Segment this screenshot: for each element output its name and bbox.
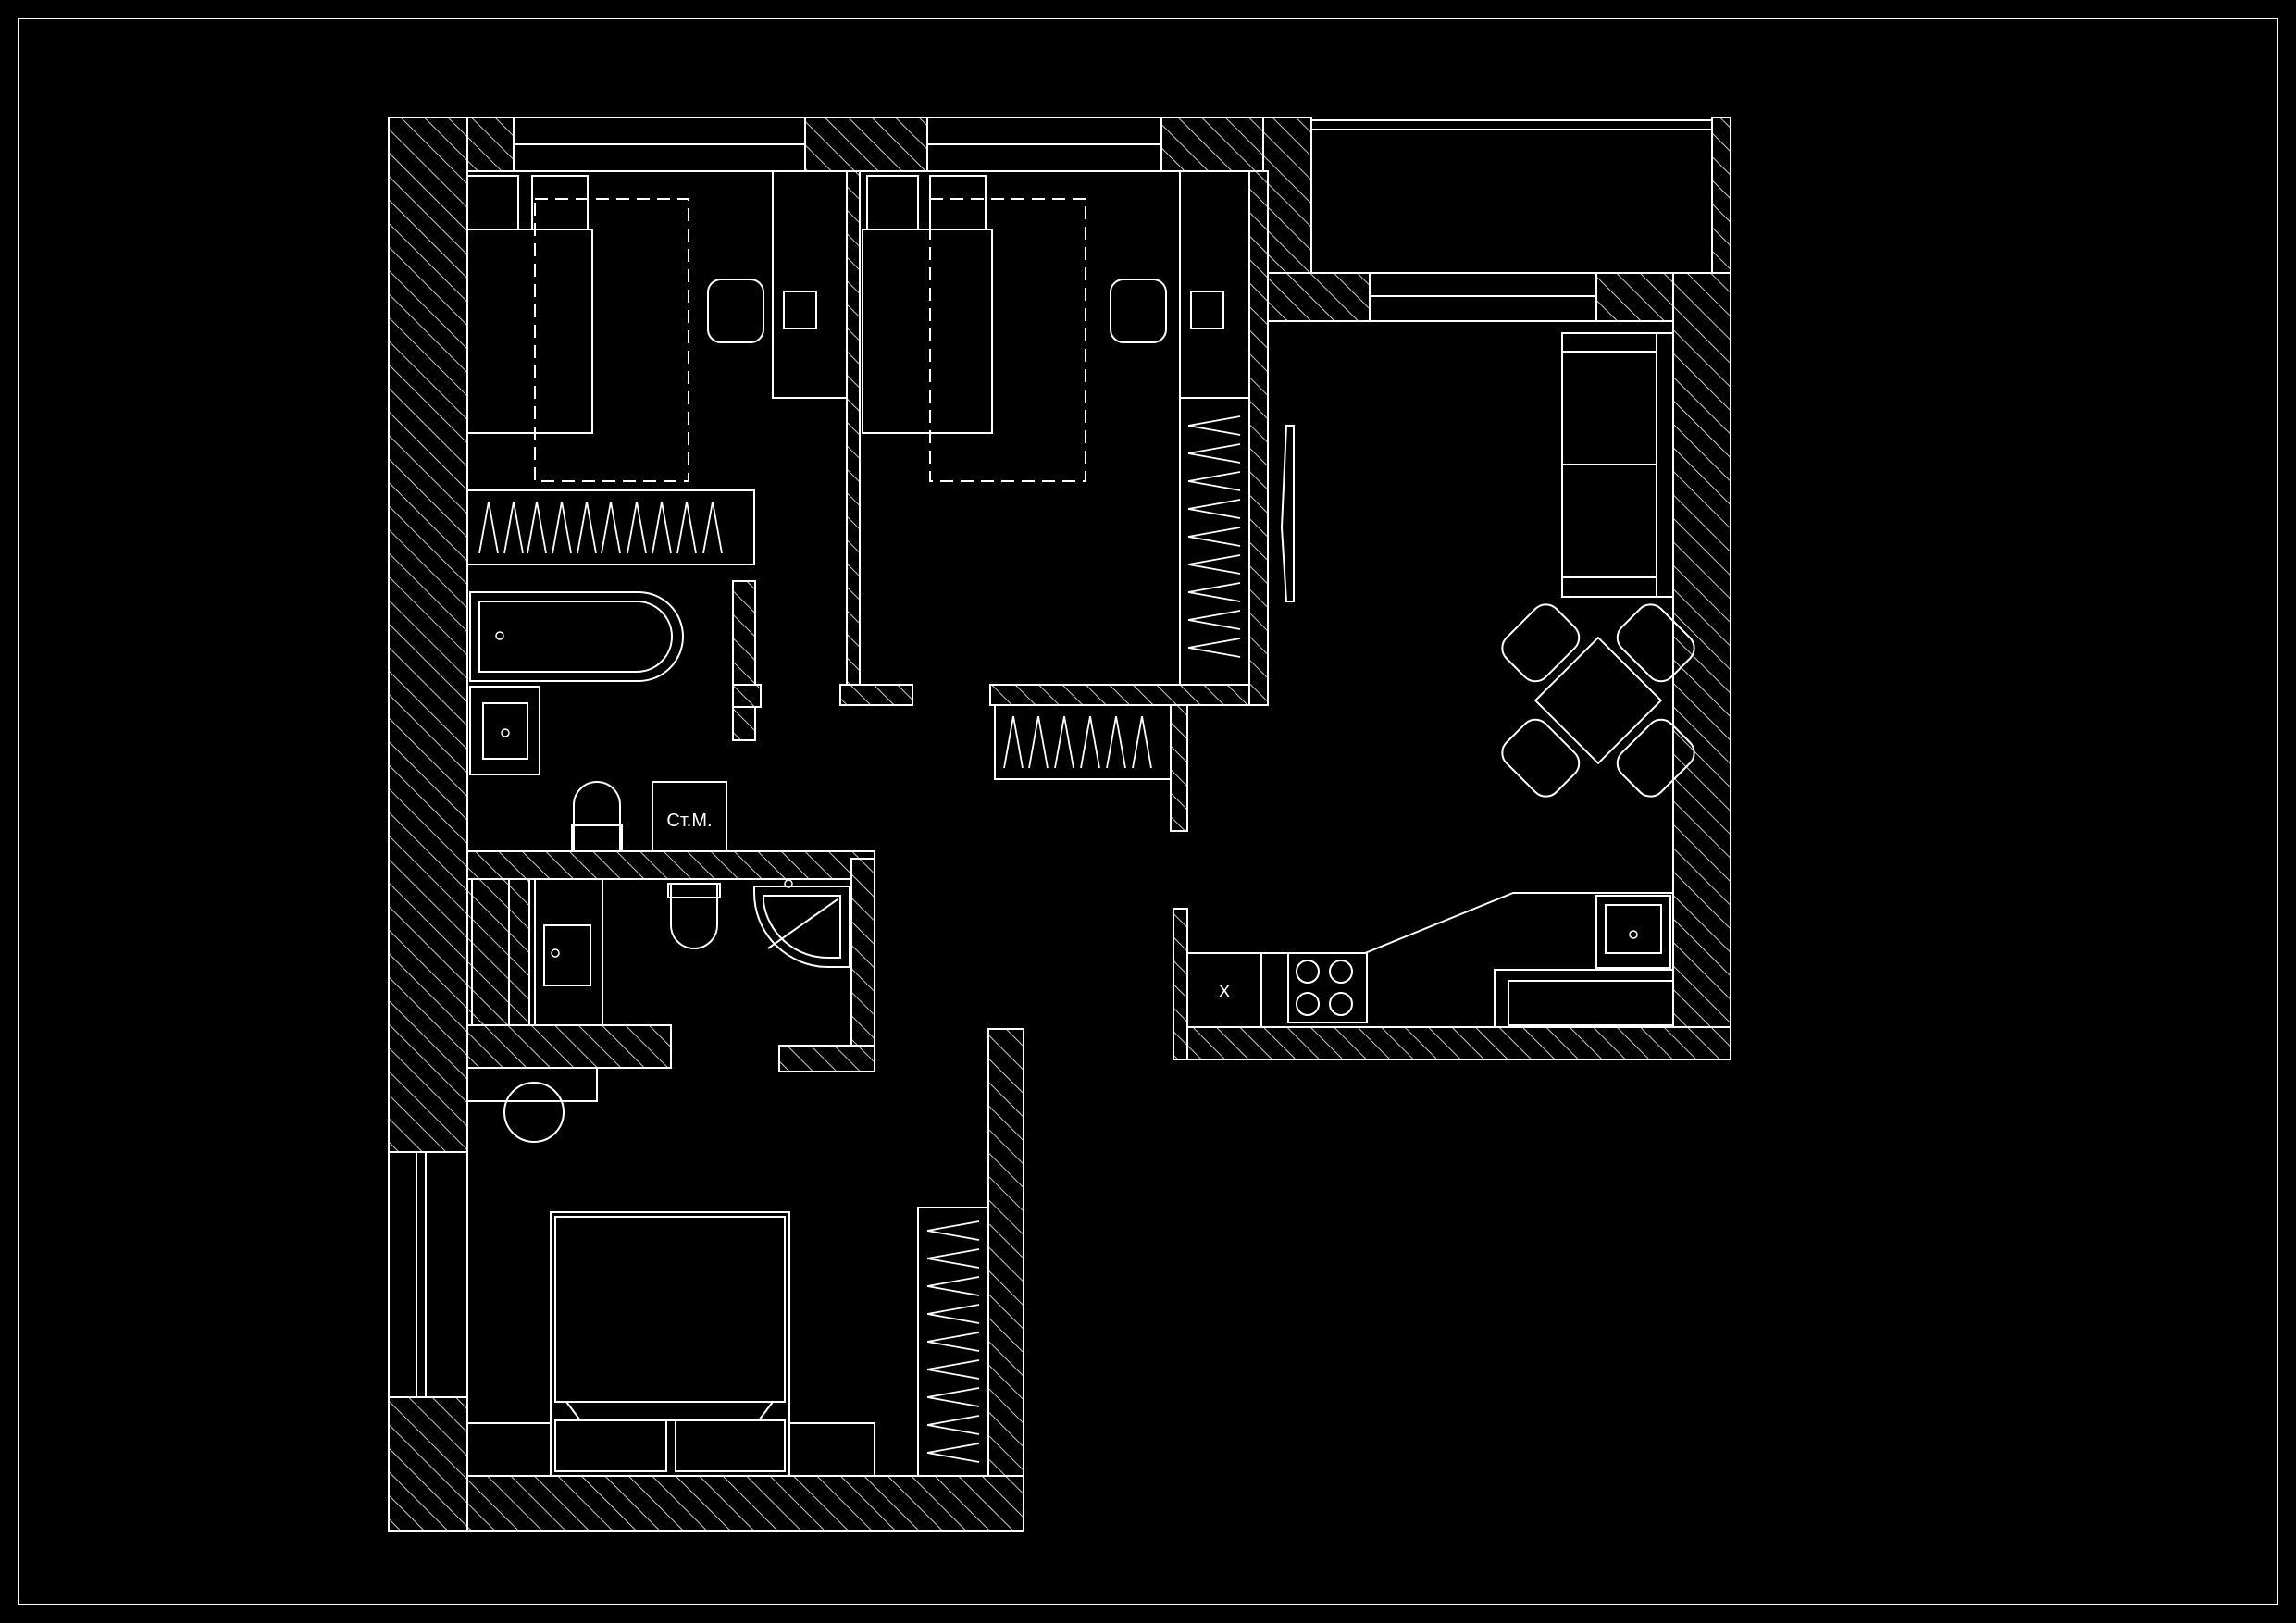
master-bedroom	[467, 1207, 989, 1477]
wall-wc-left	[508, 878, 530, 1026]
laptop-kids-1	[783, 291, 817, 329]
toilet-wc	[670, 883, 718, 949]
wall-partition-kids-foot	[839, 684, 913, 706]
wall-wc-bottom-left	[466, 1024, 672, 1069]
wall-kitchen-bottom	[1173, 1026, 1731, 1060]
desk-kids-1	[772, 170, 848, 399]
wall-bath-stub	[732, 684, 762, 708]
wc-room	[534, 878, 850, 1026]
double-bed	[550, 1211, 790, 1477]
pillow-kids-2a	[866, 175, 919, 230]
balcony	[1310, 119, 1713, 274]
wall-top-right	[1711, 117, 1731, 276]
bed-kids-1	[466, 229, 593, 434]
chair-kids-2	[1110, 279, 1167, 343]
wardrobe-kids-2-hangers	[1187, 415, 1241, 658]
bed-kids-2	[862, 229, 993, 434]
wardrobe-hall	[994, 704, 1172, 780]
rug-kids-1	[534, 198, 689, 482]
washing-machine-label: Ст.М.	[666, 811, 712, 831]
wall-left-upper	[388, 117, 468, 1153]
wall-wardrobe-right	[1170, 704, 1188, 832]
chair-kids-1	[707, 279, 764, 343]
walls	[388, 117, 1731, 1532]
dining-chair-3	[1501, 603, 1581, 683]
wall-wc-right	[850, 858, 875, 1072]
wall-kitchen-left-stub	[1173, 908, 1188, 1060]
pillow-kids-1a	[466, 175, 519, 230]
wall-balcony-bottom-left	[1262, 272, 1371, 322]
fridge-label: X	[1218, 982, 1230, 1002]
pillow-kids-1b	[531, 175, 589, 230]
nightstand-left	[554, 1419, 667, 1472]
cooktop	[1287, 952, 1368, 1023]
dining-chair-4	[1616, 718, 1695, 798]
wall-closet-left	[466, 878, 510, 1026]
wall-bath-right	[732, 580, 756, 741]
living-room	[1186, 332, 1695, 1028]
sink-wc	[534, 878, 603, 1026]
wall-partition-kids	[846, 170, 861, 686]
sheet-frame	[18, 18, 2278, 1605]
wall-top-1	[466, 117, 515, 172]
round-stool	[503, 1082, 565, 1143]
wall-partition-kids-foot2	[989, 684, 1269, 706]
wall-bottom	[466, 1475, 1024, 1532]
rug-kids-2	[929, 198, 1086, 482]
faucets	[495, 631, 1638, 958]
wardrobe-kids-1	[466, 489, 755, 565]
tv-unit	[1280, 425, 1295, 602]
nightstand-right	[675, 1419, 786, 1472]
window-bedroom	[388, 1151, 468, 1398]
dining-chair-2	[1501, 718, 1581, 798]
kitchen-sink	[1595, 895, 1671, 969]
bathtub	[469, 591, 685, 682]
wall-bedroom-right	[987, 1028, 1024, 1532]
washing-machine	[652, 781, 727, 852]
balcony-outline	[1310, 119, 1713, 274]
bathroom	[469, 591, 727, 852]
dining-table	[1533, 636, 1663, 765]
wardrobe-kids-2	[1179, 397, 1250, 686]
wall-top-2	[804, 117, 928, 172]
kids-room-2	[862, 170, 1250, 686]
wardrobe-bedroom	[917, 1207, 989, 1477]
entry-bench	[466, 1067, 598, 1102]
dining-set	[1501, 603, 1695, 798]
fridge	[1186, 952, 1262, 1028]
hall-shelf	[471, 878, 510, 1026]
sink-bath	[469, 686, 540, 775]
toilet-bath	[573, 781, 621, 852]
kitchen-lower-cabinet	[1508, 980, 1674, 1026]
wall-left-lower	[388, 1396, 468, 1532]
wall-bath-bottom	[466, 850, 875, 880]
dining-chair-1	[1616, 603, 1695, 683]
shower	[753, 886, 850, 968]
laptop-kids-2	[1190, 291, 1224, 329]
kitchen-counter	[1187, 892, 1674, 1028]
kids-room-1	[466, 170, 848, 565]
pillow-kids-2b	[929, 175, 987, 230]
wardrobe-bedroom-hangers	[926, 1220, 980, 1463]
wardrobe-hall-hangers	[1003, 715, 1152, 769]
desk-kids-2	[1179, 170, 1250, 399]
wall-wc-bottom-right	[778, 1045, 875, 1072]
wall-kids2-right	[1248, 170, 1269, 706]
wardrobe-kids-1-hangers	[478, 501, 723, 554]
